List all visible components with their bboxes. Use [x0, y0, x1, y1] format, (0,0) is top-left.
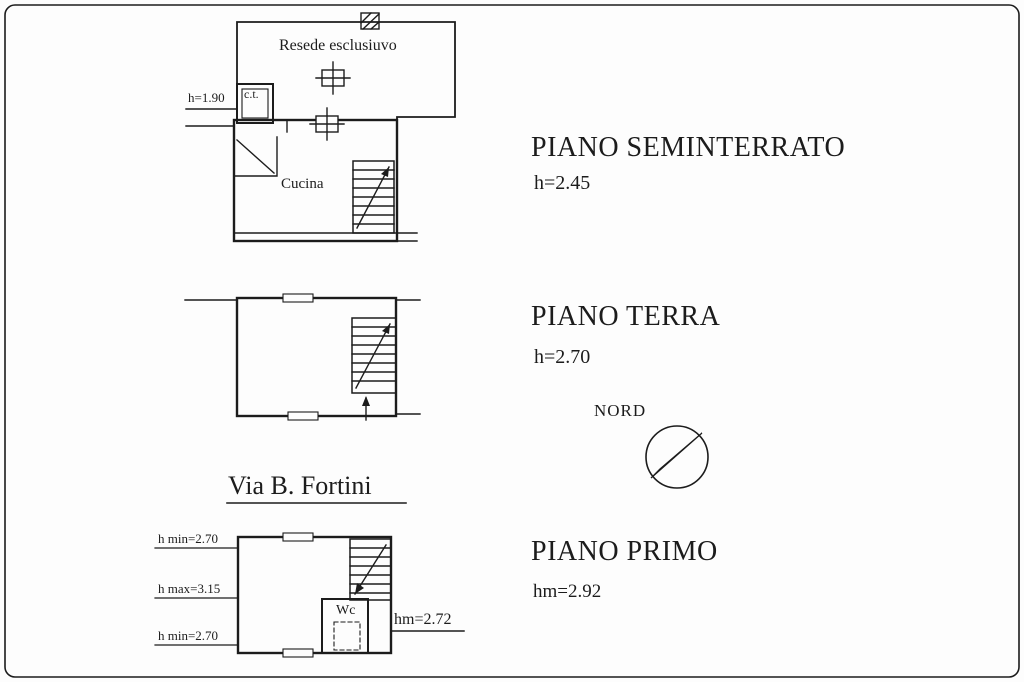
wc-room [321, 598, 369, 654]
north-compass [645, 425, 709, 489]
compass-nord-label: NORD [594, 401, 647, 420]
kitchen-label: Cucina [281, 176, 324, 192]
plan-primo-drawing [154, 532, 465, 658]
window-opening-top [282, 293, 314, 303]
stairs-terra [351, 317, 397, 394]
floor-height-seminterrato: h=2.45 [534, 172, 591, 194]
page-border [4, 4, 1020, 678]
chimney-hatch [360, 12, 380, 30]
wc-label: Wc [336, 603, 356, 618]
floor-height-terra: h=2.70 [534, 346, 591, 368]
ct-room-label: c.t. [244, 87, 259, 101]
window-marker-top-wall [309, 107, 345, 141]
h-min-bottom-label: h min=2.70 [158, 628, 219, 643]
section-lines-left [185, 108, 238, 127]
street-label: Via B. Fortini [228, 471, 372, 500]
ct-height-label: h=1.90 [188, 90, 225, 105]
entry-arrow-terra [362, 396, 370, 421]
floor-title-primo: PIANO PRIMO [531, 536, 718, 567]
window-marker-upper [315, 61, 351, 95]
reference-lines-terra [184, 299, 421, 415]
floor-height-primo: hm=2.92 [533, 581, 602, 602]
ct-room [236, 83, 274, 124]
floor-title-terra: PIANO TERRA [531, 301, 721, 332]
compass-circle [645, 425, 709, 489]
h-min-top-label: h min=2.70 [158, 531, 219, 546]
compass-needle-icon [650, 432, 703, 479]
plan-terra-drawing [184, 293, 421, 421]
wc-height-label: hm=2.72 [394, 611, 452, 628]
stairs-seminterrato [352, 160, 395, 234]
wc-fixture-dashed [333, 621, 361, 651]
interior-room-diagonal [233, 136, 278, 177]
window-opening-top [282, 532, 314, 542]
resede-outline [236, 21, 456, 121]
plan-seminterrato-drawing [185, 12, 456, 243]
window-opening-bottom [282, 648, 314, 658]
resede-label: Resede esclusiuvo [279, 37, 397, 54]
height-annotation-lines [154, 547, 239, 646]
floor-title-seminterrato: PIANO SEMINTERRATO [531, 132, 846, 163]
stairs-primo [349, 538, 392, 601]
h-max-label: h max=3.15 [158, 581, 221, 596]
window-opening-bottom [287, 411, 319, 421]
